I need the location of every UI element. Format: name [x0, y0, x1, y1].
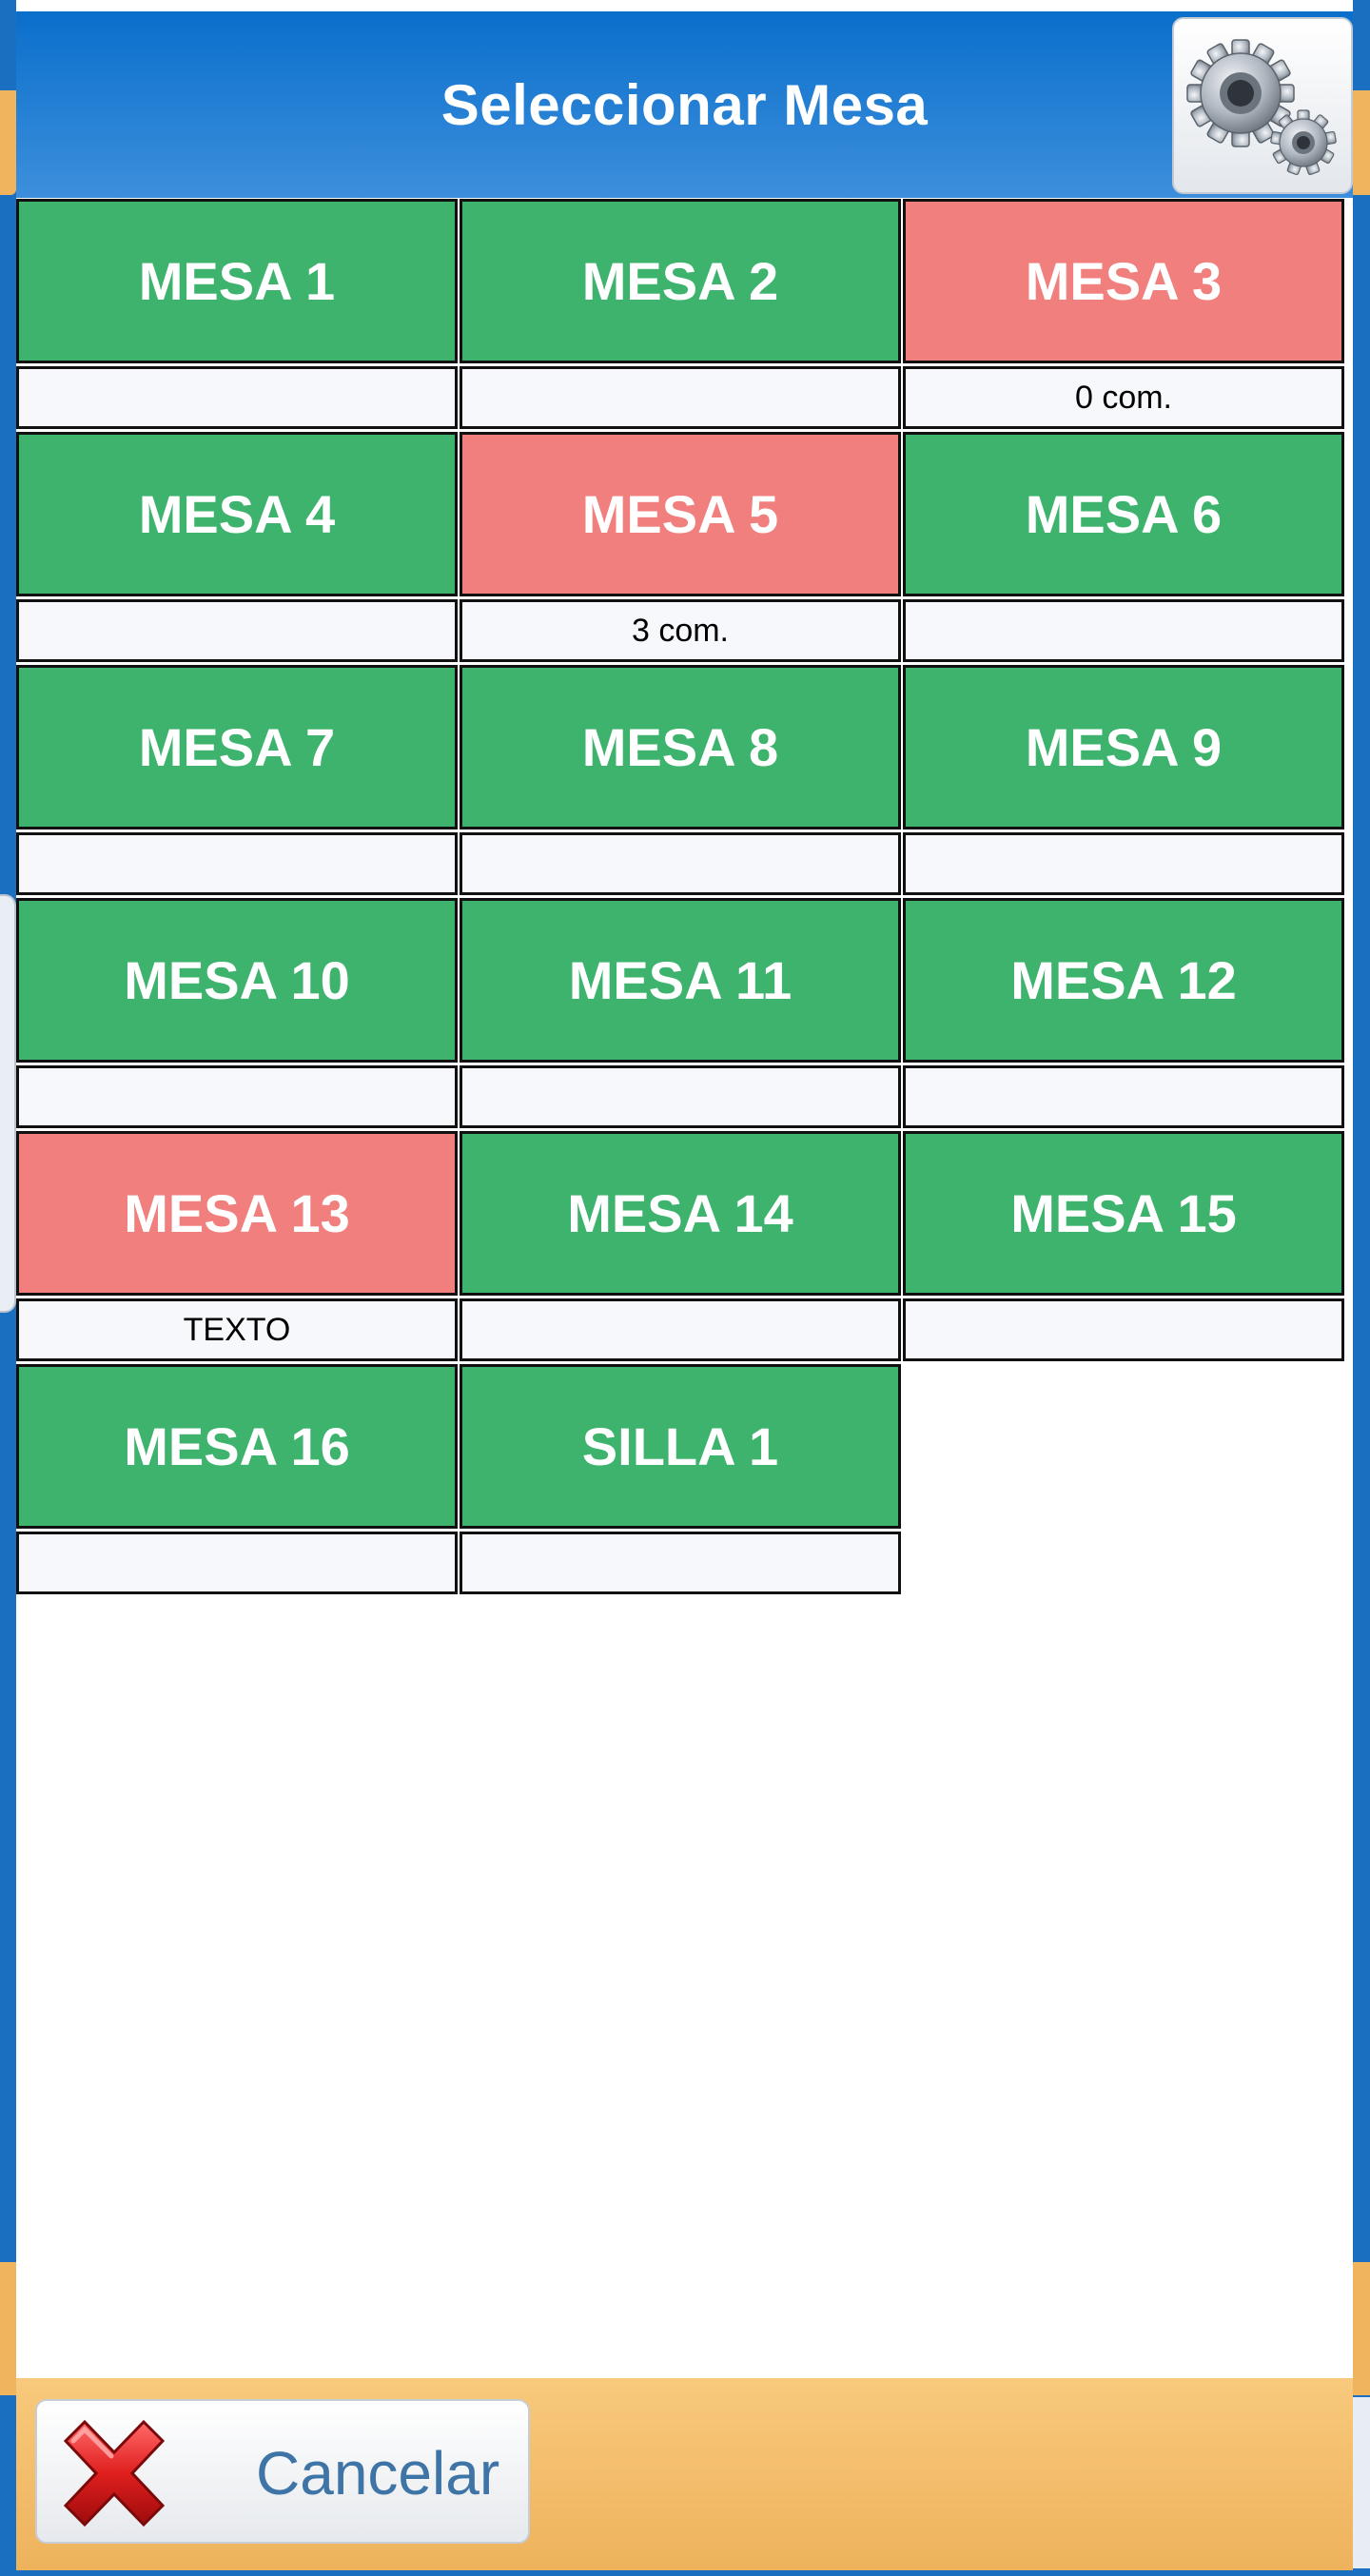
cancel-button[interactable]: Cancelar — [35, 2399, 530, 2544]
table-button[interactable]: MESA 16 — [16, 1364, 458, 1529]
table-button[interactable]: MESA 12 — [903, 898, 1344, 1063]
table-note — [16, 832, 458, 895]
table-note: 3 com. — [460, 599, 901, 662]
background-app — [0, 90, 16, 195]
table-button[interactable]: MESA 13 — [16, 1131, 458, 1296]
select-table-dialog: Seleccionar Mesa — [16, 11, 1353, 2570]
table-button[interactable]: MESA 7 — [16, 665, 458, 829]
table-note — [16, 366, 458, 429]
table-note — [16, 1532, 458, 1594]
table-button[interactable]: MESA 5 — [460, 432, 901, 596]
table-button[interactable]: SILLA 1 — [460, 1364, 901, 1529]
table-button[interactable]: MESA 8 — [460, 665, 901, 829]
table-note — [903, 1065, 1344, 1128]
table-button[interactable]: MESA 6 — [903, 432, 1344, 596]
dialog-header: Seleccionar Mesa — [16, 11, 1353, 198]
table-button[interactable]: MESA 2 — [460, 199, 901, 363]
table-button[interactable]: MESA 3 — [903, 199, 1344, 363]
table-button[interactable]: MESA 15 — [903, 1131, 1344, 1296]
table-note — [903, 599, 1344, 662]
table-button[interactable]: MESA 1 — [16, 199, 458, 363]
table-button[interactable]: MESA 10 — [16, 898, 458, 1063]
cancel-label: Cancelar — [256, 2439, 500, 2508]
table-note: 0 com. — [903, 366, 1344, 429]
table-button[interactable]: MESA 14 — [460, 1131, 901, 1296]
table-note — [16, 1065, 458, 1128]
table-note — [460, 1065, 901, 1128]
background-app — [1353, 2262, 1370, 2395]
settings-button[interactable] — [1172, 17, 1353, 194]
dialog-footer: Cancelar — [16, 2378, 1353, 2570]
table-note — [460, 366, 901, 429]
close-icon — [63, 2419, 166, 2527]
background-app — [1353, 90, 1370, 195]
table-note — [16, 599, 458, 662]
gears-icon — [1186, 39, 1337, 176]
table-button[interactable]: MESA 11 — [460, 898, 901, 1063]
table-button[interactable]: MESA 9 — [903, 665, 1344, 829]
table-note — [460, 1298, 901, 1361]
table-note — [460, 1532, 901, 1594]
table-button[interactable]: MESA 4 — [16, 432, 458, 596]
table-note — [903, 1298, 1344, 1361]
table-note — [903, 832, 1344, 895]
background-app — [0, 894, 16, 1313]
table-note: TEXTO — [16, 1298, 458, 1361]
background-app — [1353, 0, 1370, 2576]
background-app — [0, 2262, 16, 2395]
dialog-title: Seleccionar Mesa — [440, 72, 929, 137]
table-note — [460, 832, 901, 895]
